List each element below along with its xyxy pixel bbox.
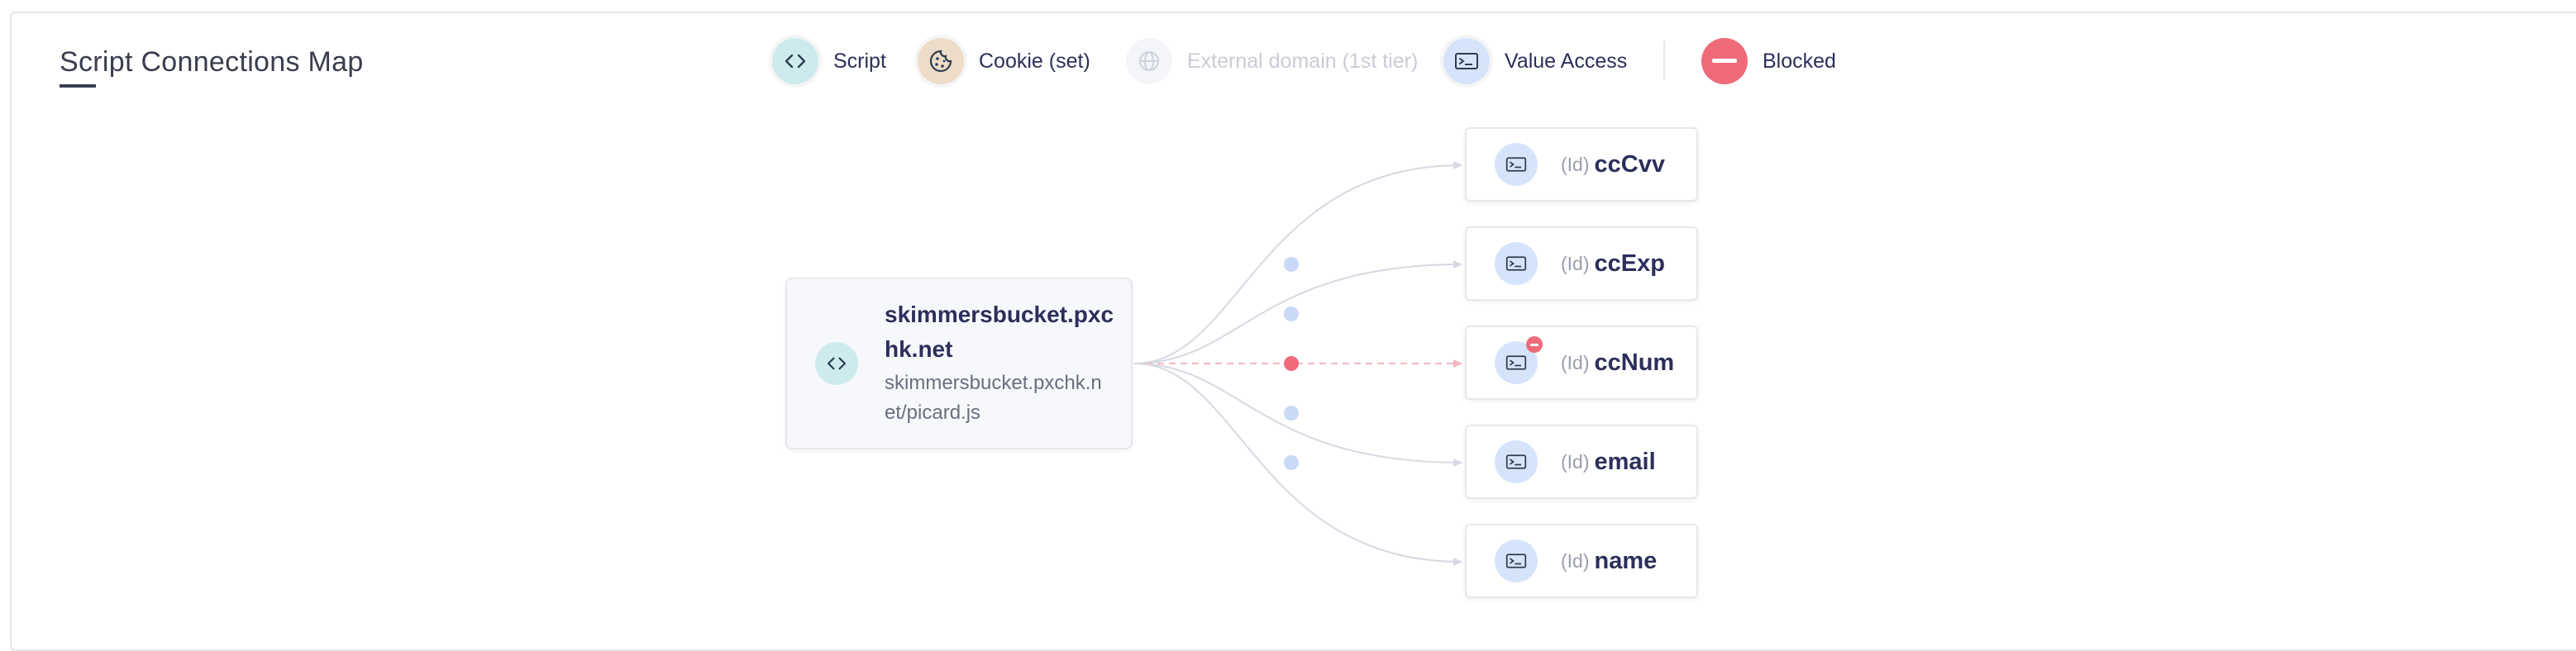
code-icon — [815, 342, 858, 385]
legend-label: External domain (1st tier) — [1187, 49, 1419, 73]
edge-dot — [1284, 455, 1299, 470]
legend-item-blocked: Blocked — [1701, 36, 1836, 86]
edge-dot — [1284, 406, 1299, 421]
terminal-icon — [1495, 143, 1538, 186]
terminal-icon — [1443, 38, 1490, 84]
target-node-ccNum[interactable]: (Id) ccNum — [1465, 326, 1698, 400]
target-type: (Id) — [1561, 549, 1590, 572]
target-node-ccCvv[interactable]: (Id) ccCvv — [1465, 127, 1698, 202]
code-icon — [772, 38, 818, 84]
legend-item-value-access: Value Access — [1443, 36, 1627, 86]
target-name: ccNum — [1594, 349, 1675, 376]
legend-item-script: Script — [772, 36, 886, 86]
title-underline — [60, 84, 96, 88]
terminal-icon — [1495, 336, 1543, 384]
terminal-icon — [1495, 539, 1538, 582]
script-domain: skimmersbucket.pxchk.net — [885, 302, 1114, 362]
legend-label: Script — [833, 49, 886, 73]
script-url: skimmersbucket.pxchk.net/picard.js — [885, 372, 1102, 424]
edge-email — [1133, 363, 1462, 467]
legend-label: Cookie (set) — [979, 49, 1090, 73]
legend-label: Blocked — [1763, 49, 1836, 73]
target-node-name[interactable]: (Id) name — [1465, 524, 1698, 598]
terminal-icon — [1495, 440, 1538, 483]
globe-icon — [1126, 38, 1172, 84]
target-node-email[interactable]: (Id) email — [1465, 425, 1698, 499]
edge-dot-blocked — [1284, 356, 1299, 371]
edge-dot — [1284, 257, 1299, 272]
target-name: name — [1594, 547, 1658, 574]
target-type: (Id) — [1561, 351, 1590, 373]
edge-name — [1133, 363, 1462, 566]
target-name: ccCvv — [1594, 150, 1665, 178]
target-node-ccExp[interactable]: (Id) ccExp — [1465, 226, 1698, 301]
edge-ccExp — [1133, 260, 1462, 364]
legend-item-external-domain: External domain (1st tier) — [1126, 36, 1418, 86]
target-name: ccExp — [1594, 249, 1665, 277]
legend-item-cookie: Cookie (set) — [918, 36, 1090, 86]
target-type: (Id) — [1561, 450, 1590, 473]
legend-divider — [1663, 41, 1665, 79]
target-name: email — [1594, 448, 1656, 475]
map-panel — [10, 12, 2576, 651]
target-type: (Id) — [1561, 153, 1590, 175]
edge-ccCvv — [1133, 161, 1462, 364]
terminal-icon — [1495, 242, 1538, 285]
script-node[interactable]: skimmersbucket.pxchk.net skimmersbucket.… — [785, 278, 1133, 449]
page-title: Script Connections Map — [60, 46, 364, 78]
edge-dot — [1284, 306, 1299, 321]
cookie-icon — [918, 38, 964, 84]
target-type: (Id) — [1561, 252, 1590, 274]
blocked-badge-icon — [1526, 336, 1543, 353]
legend-label: Value Access — [1505, 49, 1628, 73]
blocked-icon — [1701, 38, 1748, 84]
